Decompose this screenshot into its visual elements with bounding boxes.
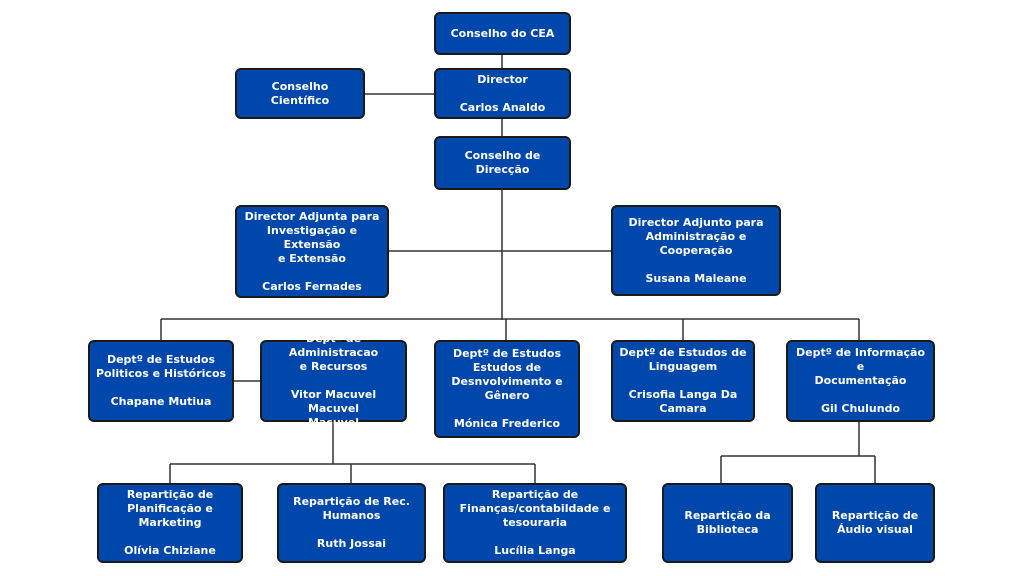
node-person: Ruth Jossai — [316, 537, 387, 550]
node-person: Carlos Fernades — [262, 279, 362, 293]
node-director-adjunto: Director Adjunto para Administração e Co… — [611, 205, 781, 296]
node-person: Gil Chulundo — [821, 402, 900, 415]
node-dept-desenvolvimento-genero: Deptº de Estudos Estudos de Desnvolvimen… — [434, 340, 580, 438]
node-title: Repartição da Biblioteca — [684, 509, 771, 536]
node-person: Mónica Frederico — [453, 417, 561, 430]
node-title: Repartição de Áudio visual — [831, 509, 919, 536]
node-person: Crisofia Langa Da Camara — [628, 388, 738, 415]
node-rep-financas: Repartição de Finanças/contabildade e te… — [443, 483, 627, 563]
node-person: Olívia Chiziane — [124, 544, 216, 557]
node-person: Lucília Langa — [494, 544, 576, 557]
node-title: Deptº de Estudos de Linguagem — [619, 346, 747, 373]
node-title: Deptº de Informação e Documentação — [796, 346, 925, 387]
node-conselho-direccao: Conselho de Direcção — [434, 136, 571, 190]
node-title: Director Adjunto para Administração e Co… — [628, 215, 764, 257]
node-person: Vitor Macuvel Macuvel Macuvel — [290, 388, 377, 429]
node-person: Carlos Analdo — [459, 100, 546, 114]
node-title: Conselho Científico — [270, 79, 330, 107]
node-title: Conselho de Direcção — [464, 149, 541, 176]
node-director-adjunta: Director Adjunta para Investigação e Ext… — [235, 205, 389, 298]
node-title: Deptº de Administracao e Recursos — [288, 332, 379, 373]
node-conselho-cientifico: Conselho Científico — [235, 68, 365, 119]
node-conselho-cea: Conselho do CEA — [434, 12, 571, 55]
node-person: Chapane Mutiua — [110, 395, 212, 408]
node-title: Repartição de Finanças/contabildade e te… — [459, 488, 611, 529]
node-title: Deptº de Estudos Politicos e Históricos — [95, 353, 227, 380]
node-title: Director Adjunta para Investigação e Ext… — [244, 209, 380, 265]
node-title: Conselho do CEA — [450, 26, 555, 40]
node-rep-audio-visual: Repartição de Áudio visual — [815, 483, 935, 563]
node-title: Director — [477, 72, 528, 86]
node-person: Susana Maleane — [645, 271, 747, 285]
node-title: Repartição de Rec. Humanos — [293, 495, 410, 522]
node-title: Deptº de Estudos Estudos de Desnvolvimen… — [451, 347, 563, 402]
node-title: Repartição de Planificação e Marketing — [126, 488, 214, 529]
node-rep-biblioteca: Repartição da Biblioteca — [662, 483, 793, 563]
